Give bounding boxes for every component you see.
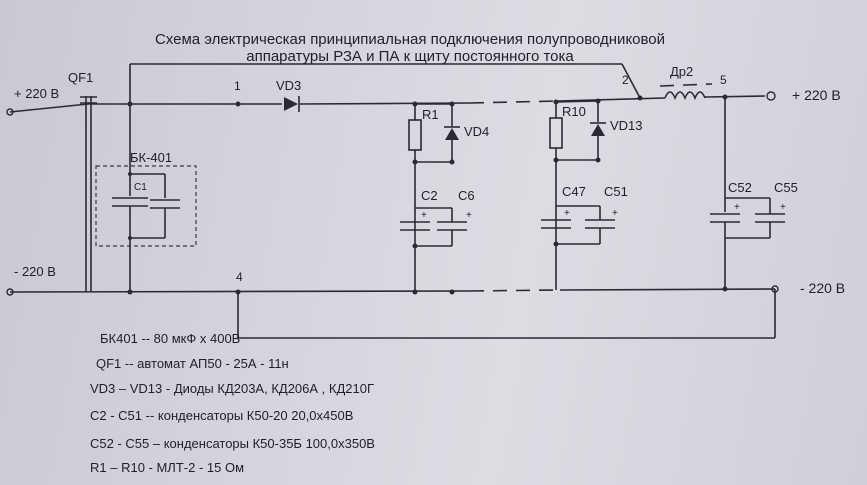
plus-rail: [9, 95, 766, 113]
label-plus-in: + 220 В: [14, 86, 59, 101]
label-minus-in: - 220 В: [14, 264, 56, 279]
label-vd4: VD4: [464, 124, 489, 139]
title-line1: Схема электрическая принципиальная подкл…: [155, 31, 665, 48]
plus-mark-c52: +: [734, 202, 740, 213]
qf1-breaker: [80, 96, 97, 292]
label-r10: R10: [562, 104, 586, 119]
label-c2: C2: [421, 188, 438, 203]
label-node4: 4: [236, 270, 243, 284]
terminal-plus-in: [6, 108, 14, 116]
label-c6: C6: [458, 188, 475, 203]
label-dr2: Др2: [670, 64, 693, 79]
r10-vd13-group: [549, 100, 606, 290]
legend-line-1: БК401 -- 80 мкФ х 400В: [100, 331, 241, 346]
legend-line-2: QF1 -- автомат АП50 - 25А - 11н: [96, 356, 289, 371]
label-vd3: VD3: [276, 78, 301, 93]
label-vd13: VD13: [610, 118, 643, 133]
label-c47: C47: [562, 184, 586, 199]
title-line2: аппаратуры РЗА и ПА к щиту постоянного т…: [246, 48, 574, 65]
c52-c55-group: [710, 97, 785, 289]
plus-mark-c2: +: [421, 210, 427, 221]
label-plus-out: + 220 В: [792, 87, 841, 103]
label-c1: C1: [134, 182, 147, 193]
legend-line-6: R1 – R10 - МЛТ-2 - 15 Ом: [90, 460, 245, 475]
label-node2: 2: [622, 73, 629, 87]
c2-c6-group: [400, 207, 467, 247]
legend-line-5: C52 - C55 – конденсаторы К50-35Б 100,0х3…: [90, 436, 375, 451]
dr2-inductor: [659, 83, 713, 101]
label-c52: C52: [728, 180, 752, 195]
terminal-plus-out: [766, 91, 776, 101]
legend-line-4: C2 - C51 -- конденсаторы К50-20 20,0х450…: [90, 408, 354, 423]
label-qf1: QF1: [68, 70, 93, 85]
terminal-minus-out: [771, 285, 779, 293]
plus-mark-c55: +: [780, 202, 786, 213]
label-minus-out: - 220 В: [800, 280, 845, 296]
label-c55: C55: [774, 180, 798, 195]
label-node1: 1: [234, 79, 241, 93]
label-bk401: БК-401: [130, 150, 172, 165]
top-bus: [129, 63, 641, 102]
plus-mark-c47: +: [564, 208, 570, 219]
bk401-block: [95, 104, 197, 292]
plus-mark-c6: +: [466, 210, 472, 221]
vd3-diode: [284, 96, 300, 112]
terminal-minus-in: [6, 288, 14, 296]
legend-line-3: VD3 – VD13 - Диоды КД203А, КД206А , КД21…: [90, 381, 375, 396]
c47-c51-group: [541, 205, 615, 245]
junction-nodes: [127, 94, 728, 295]
label-node5: 5: [720, 73, 727, 87]
label-r1: R1: [422, 107, 439, 122]
r1-vd4-group: [408, 103, 460, 292]
label-c51: C51: [604, 184, 628, 199]
plus-mark-c51: +: [612, 208, 618, 219]
